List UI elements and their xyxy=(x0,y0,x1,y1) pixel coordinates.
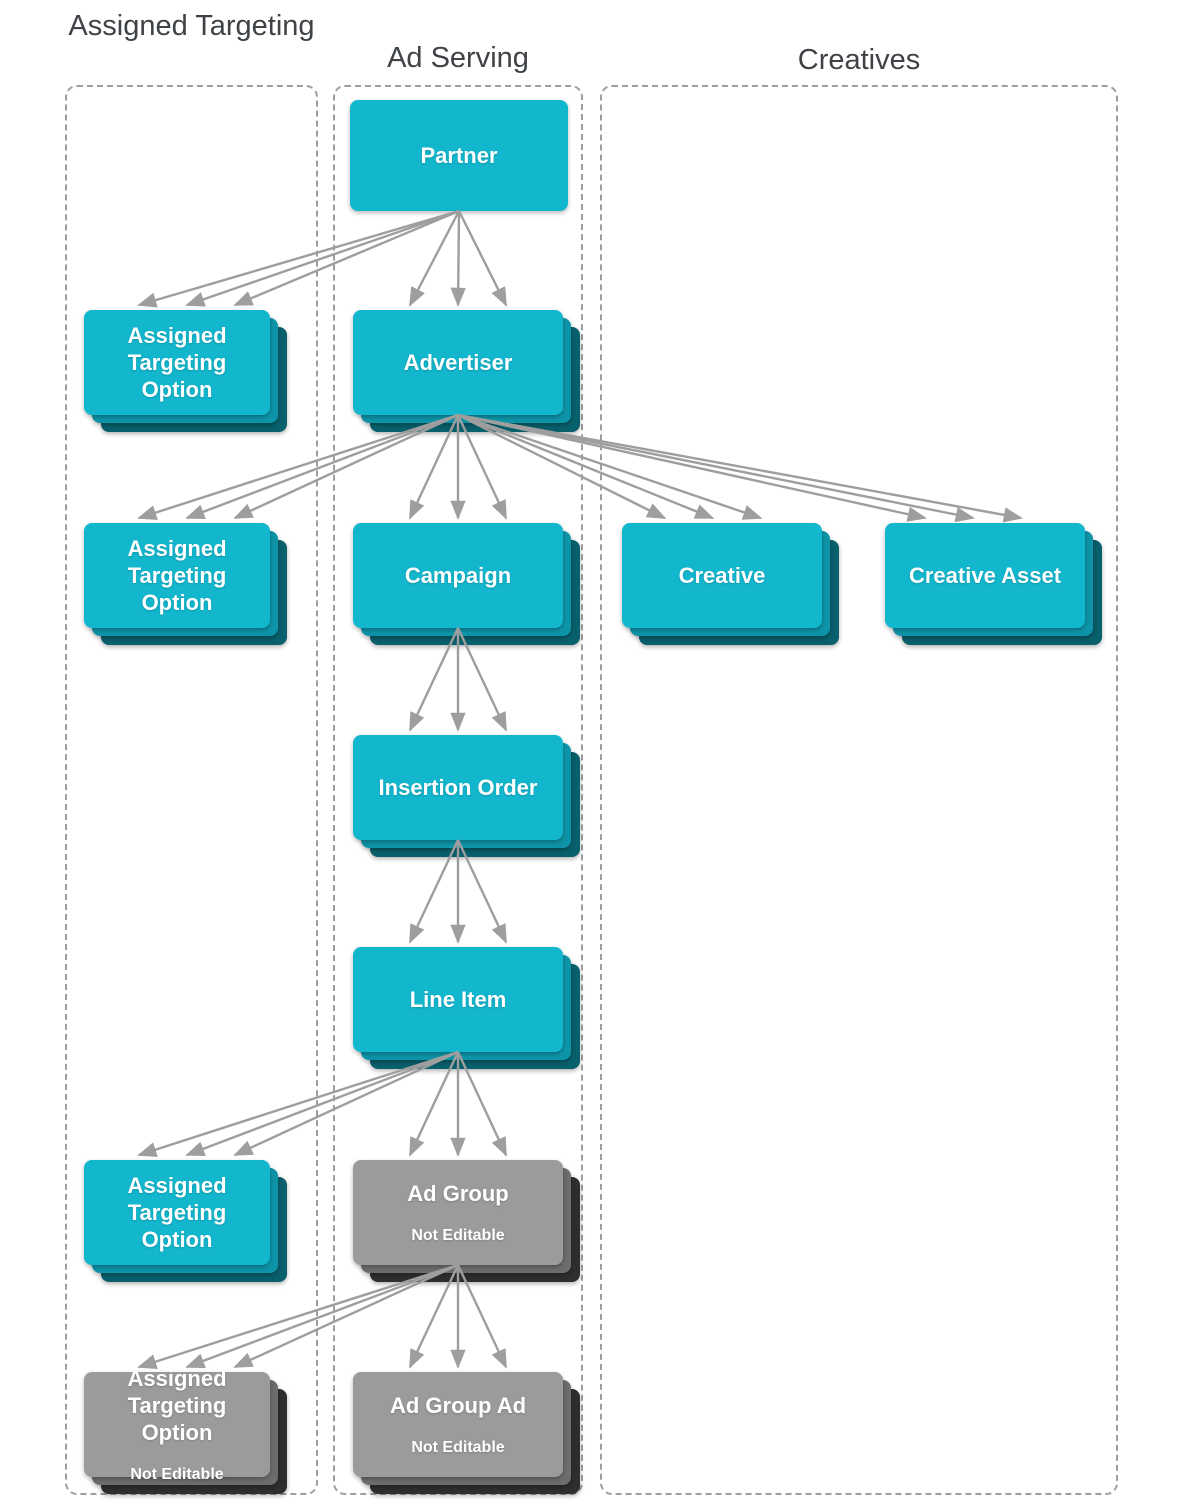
card-face: Assigned Targeting Option xyxy=(84,310,270,415)
card-face: Assigned Targeting Option xyxy=(84,523,270,628)
card-label: Advertiser xyxy=(403,350,513,375)
card-face: Ad Group Ad Not Editable xyxy=(353,1372,563,1477)
card-face: Assigned Targeting Option xyxy=(84,1160,270,1265)
node-insertion-order: Insertion Order xyxy=(353,735,580,857)
node-creative: Creative xyxy=(622,523,839,645)
node-line-item: Line Item xyxy=(353,947,580,1069)
card-sublabel: Not Editable xyxy=(411,1227,505,1244)
card-label: Assigned Targeting Option xyxy=(127,536,227,615)
card-label: Ad Group xyxy=(407,1181,509,1206)
column-box-creatives xyxy=(600,85,1118,1495)
column-header-ad-serving: Ad Serving xyxy=(387,42,529,74)
card-label: Assigned Targeting Option xyxy=(127,1173,227,1252)
node-partner: Partner xyxy=(350,100,568,211)
node-advertiser: Advertiser xyxy=(353,310,580,432)
card-face: Advertiser xyxy=(353,310,563,415)
card-face: Partner xyxy=(350,100,568,211)
card-face: Insertion Order xyxy=(353,735,563,840)
card-face: Creative Asset xyxy=(885,523,1085,628)
column-box-assigned-targeting xyxy=(65,85,318,1495)
node-ato-partner: Assigned Targeting Option xyxy=(84,310,287,432)
card-face: Creative xyxy=(622,523,822,628)
node-ato-advertiser: Assigned Targeting Option xyxy=(84,523,287,645)
card-label: Creative xyxy=(678,563,766,588)
card-label: Line Item xyxy=(409,987,507,1012)
card-sublabel: Not Editable xyxy=(411,1439,505,1456)
card-label: Assigned Targeting Option xyxy=(127,323,227,402)
node-creative-asset: Creative Asset xyxy=(885,523,1102,645)
card-label: Creative Asset xyxy=(908,563,1062,588)
node-ad-group-ad: Ad Group Ad Not Editable xyxy=(353,1372,580,1494)
card-face: Line Item xyxy=(353,947,563,1052)
card-label: Partner xyxy=(420,143,498,168)
column-box-ad-serving xyxy=(333,85,583,1495)
card-sublabel: Not Editable xyxy=(130,1466,224,1483)
node-ato-line-item: Assigned Targeting Option xyxy=(84,1160,287,1282)
card-label: Insertion Order xyxy=(378,775,538,800)
card-face: Campaign xyxy=(353,523,563,628)
card-label: Campaign xyxy=(404,563,512,588)
node-campaign: Campaign xyxy=(353,523,580,645)
card-label: Assigned Targeting Option xyxy=(127,1366,227,1445)
card-label: Ad Group Ad xyxy=(389,1393,527,1418)
column-header-creatives: Creatives xyxy=(797,44,921,76)
column-header-assigned-targeting: Assigned Targeting xyxy=(68,10,315,42)
